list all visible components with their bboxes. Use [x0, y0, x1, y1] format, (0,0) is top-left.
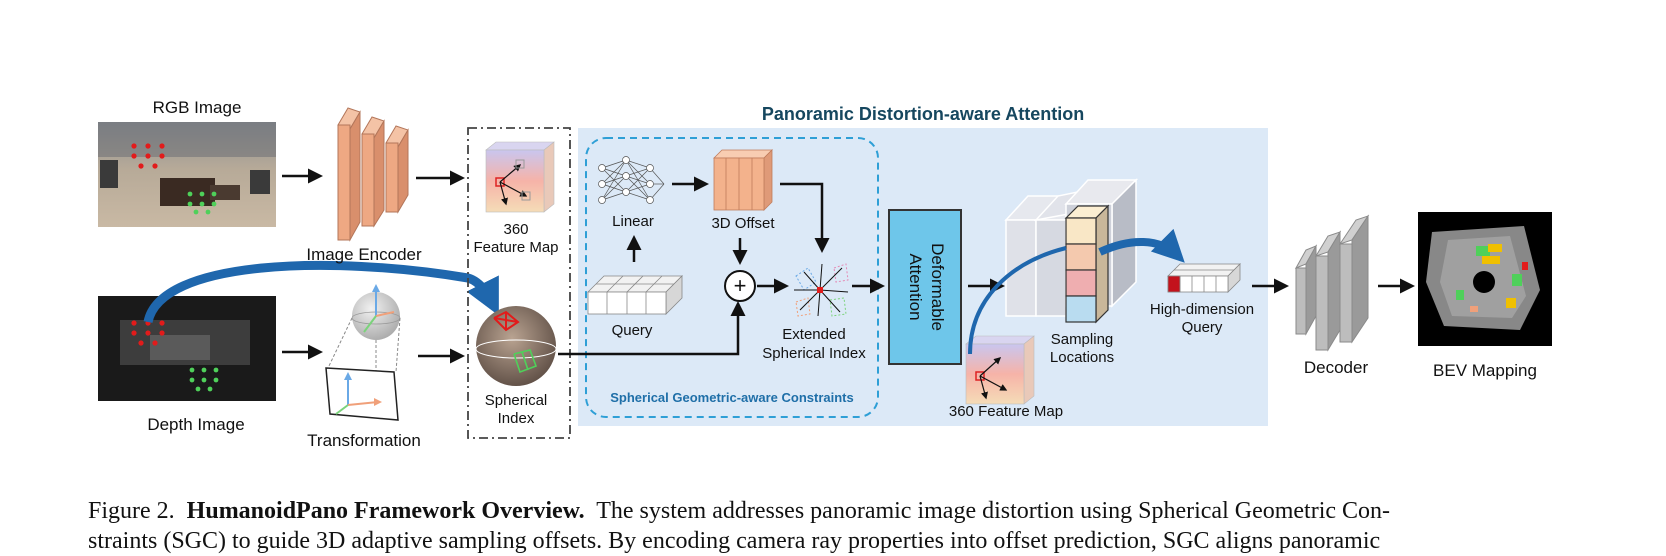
- hdq-label-2: Query: [1182, 319, 1223, 336]
- feature-map-360-top: [485, 141, 555, 213]
- sampling-label-2: Locations: [1050, 349, 1114, 366]
- bev-mapping-label: BEV Mapping: [1433, 361, 1537, 380]
- extended-label-2: Spherical Index: [762, 345, 866, 362]
- depth-to-spherical-arrow: [143, 260, 499, 324]
- query-label: Query: [612, 322, 653, 339]
- plus-operator: +: [724, 270, 756, 302]
- rgb-image-label: RGB Image: [153, 98, 242, 117]
- high-dim-query: [1167, 263, 1241, 293]
- feature-map-360-top-label-1: 360: [503, 221, 528, 238]
- svg-text:+: +: [734, 273, 747, 298]
- arrow-offset-extended: [780, 182, 830, 253]
- depth-image: [98, 296, 276, 401]
- feature-column-box: [467, 127, 571, 439]
- offset-3d-label: 3D Offset: [711, 215, 775, 232]
- caption-line-1: Figure 2. HumanoidPano Framework Overvie…: [88, 496, 1588, 526]
- extended-label-1: Extended: [782, 326, 845, 343]
- image-encoder: [337, 107, 409, 242]
- rgb-image: [98, 122, 276, 227]
- arrow-spherical-plus: [558, 301, 746, 356]
- decoder-label: Decoder: [1304, 358, 1369, 377]
- figure-caption: Figure 2. HumanoidPano Framework Overvie…: [88, 496, 1588, 556]
- spherical-index-label-1: Spherical: [485, 392, 548, 409]
- rgb-red-dots: [131, 143, 165, 169]
- linear-label: Linear: [612, 213, 654, 230]
- stack-to-query-arrow: [1098, 228, 1185, 263]
- depth-green-dots: [189, 367, 219, 392]
- deformable-label-2: Attention: [906, 253, 925, 320]
- deformable-attention: [888, 209, 962, 365]
- caption-rest: The system addresses panoramic image dis…: [596, 498, 1391, 524]
- decoder: [1294, 214, 1370, 352]
- offset-3d: [713, 149, 773, 211]
- bev-mapping: [1418, 212, 1552, 346]
- sampling-label-1: Sampling: [1051, 331, 1114, 348]
- feature-map-360-bottom: [965, 335, 1035, 405]
- sgc-title: Spherical Geometric-aware Constraints: [610, 390, 853, 405]
- depth-red-dots: [131, 320, 165, 346]
- spherical-index: [475, 306, 557, 386]
- image-encoder-label: Image Encoder: [306, 245, 422, 264]
- caption-line-2: straints (SGC) to guide 3D adaptive samp…: [88, 528, 1381, 554]
- sampling-stack: [1064, 204, 1110, 324]
- transformation-label: Transformation: [307, 431, 421, 450]
- caption-prefix: Figure 2.: [88, 498, 175, 524]
- depth-image-label: Depth Image: [147, 415, 244, 434]
- sgc-box: [585, 137, 879, 418]
- deformable-label-1: Deformable: [928, 243, 947, 331]
- pda-title: Panoramic Distortion-aware Attention: [762, 104, 1084, 124]
- feature-map-360-bottom-label: 360 Feature Map: [949, 403, 1063, 420]
- caption-bold: HumanoidPano Framework Overview.: [186, 498, 585, 524]
- extended-spherical-index: [794, 263, 849, 317]
- linear-network: [598, 156, 665, 204]
- featuremap-to-stack-arrow: [968, 246, 1067, 355]
- rgb-green-dots: [187, 191, 217, 215]
- hdq-label-1: High-dimension: [1150, 301, 1254, 318]
- transformation: [325, 284, 401, 421]
- spherical-index-label-2: Index: [498, 410, 535, 427]
- feature-map-360-top-label-2: Feature Map: [473, 239, 558, 256]
- query-grid: [587, 275, 683, 315]
